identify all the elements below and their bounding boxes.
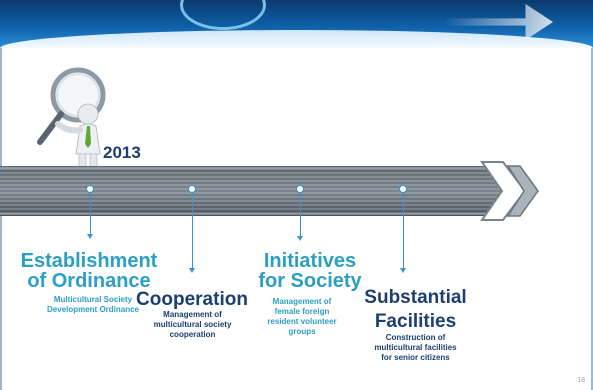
event-4-title: Substantial Facilities (358, 288, 473, 331)
event-1-title: Establishment of Ordinance (14, 251, 164, 291)
left-border (0, 48, 2, 390)
event-1-title-line1: Establishment (20, 250, 158, 272)
event-3-subtitle-line: groups (288, 327, 316, 336)
event-2-title-line1: Cooperation (136, 289, 248, 310)
timeline-drop-arrow (297, 193, 303, 241)
event-2-subtitle-line: cooperation (169, 330, 216, 339)
event-3-subtitle-line: female foreign (274, 307, 330, 316)
header-swoosh-icon (180, 0, 266, 30)
event-2-subtitle-line: multicultural society (153, 320, 232, 329)
event-1-subtitle-line: Development Ordinance (46, 305, 140, 314)
event-4-title-line1: Substantial (364, 287, 467, 308)
timeline-node (188, 185, 196, 193)
page-number: 18 (577, 377, 585, 384)
right-border (591, 48, 593, 390)
header-wave (0, 30, 593, 48)
event-3-subtitle: Management of female foreign resident vo… (252, 297, 352, 337)
event-3-title-line1: Initiatives (263, 250, 357, 272)
timeline-node (86, 185, 94, 193)
event-4-subtitle: Construction of multicultural facilities… (353, 333, 478, 363)
event-4-title-line2: Facilities (374, 311, 457, 332)
event-1-subtitle: Multicultural Society Development Ordina… (28, 295, 158, 315)
event-4-subtitle-line: for senior citizens (381, 353, 450, 362)
event-3-title: Initiatives for Society (245, 251, 375, 291)
header-banner (0, 0, 593, 48)
timeline-drop-arrow (87, 193, 93, 239)
event-2-subtitle: Management of multicultural society coop… (140, 310, 245, 340)
timeline-node (399, 185, 407, 193)
timeline-drop-arrow (189, 193, 195, 273)
event-4-subtitle-line: multicultural facilities (374, 343, 457, 352)
timeline-arrow-icon (0, 161, 539, 221)
timeline-drop-arrow (400, 193, 406, 273)
timeline-year: 2013 (103, 143, 141, 162)
event-2-subtitle-line: Management of (163, 310, 222, 319)
event-4-subtitle-line: Construction of (385, 333, 446, 342)
event-1-title-line2: of Ordinance (27, 270, 151, 292)
event-3-subtitle-line: resident volunteer (267, 317, 337, 326)
event-3-title-line2: for Society (258, 270, 362, 292)
event-1-subtitle-line: Multicultural Society (53, 295, 133, 304)
event-2-title: Cooperation (122, 290, 262, 309)
timeline-node (296, 185, 304, 193)
event-3-subtitle-line: Management of (272, 297, 332, 306)
